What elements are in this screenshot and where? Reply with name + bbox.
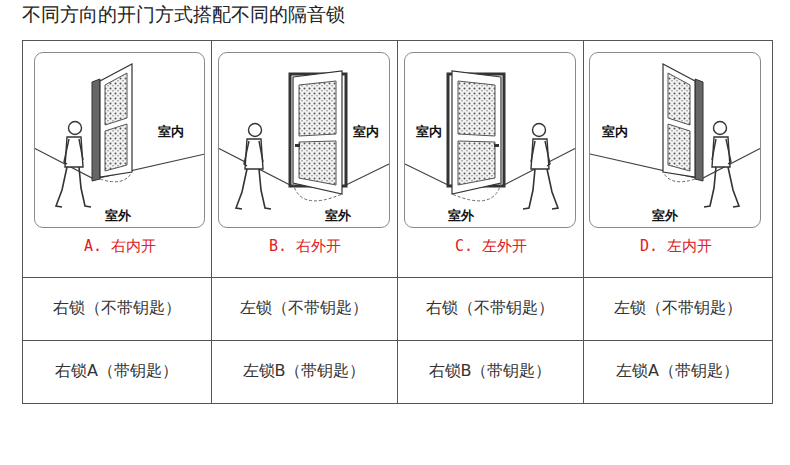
door-drawings (34, 64, 761, 209)
room-label: 室外 (650, 208, 680, 224)
door-caption: C. 左外开 (453, 237, 529, 255)
door-drawing (590, 64, 761, 207)
room-label: 室内 (414, 124, 444, 140)
door-panel: 室内室外D. 左内开 (589, 52, 761, 228)
door-panel: 室内室外C. 左外开 (404, 52, 576, 228)
drawing-part (23, 340, 773, 341)
door-caption: A. 右内开 (82, 237, 158, 255)
room-label: 室外 (103, 208, 133, 224)
room-label: 室内 (156, 124, 186, 140)
drawing-part (23, 41, 773, 404)
table-cell: 右锁（不带钥匙） (53, 298, 181, 317)
door-caption: B. 右外开 (267, 237, 343, 255)
table-cell: 右锁（不带钥匙） (426, 298, 554, 317)
room-label: 室内 (351, 124, 381, 140)
title: 不同方向的开门方式搭配不同的隔音锁 (22, 3, 345, 26)
room-label: 室内 (600, 124, 630, 140)
table-cell: 右锁A（带钥匙） (55, 361, 178, 380)
room-label: 室外 (446, 208, 476, 224)
table-cell: 左锁（不带钥匙） (614, 298, 742, 317)
table-cell: 左锁B（带钥匙） (243, 361, 366, 380)
room-label: 室外 (323, 208, 353, 224)
table-cell: 右锁B（带钥匙） (429, 361, 552, 380)
table-cell: 左锁（不带钥匙） (240, 298, 368, 317)
drawing-part (583, 41, 584, 404)
door-drawing (218, 71, 389, 209)
door-drawing (34, 64, 205, 207)
table-grid (23, 41, 773, 404)
drawing-part (23, 277, 773, 278)
door-panel: 室内室外B. 右外开 (218, 52, 390, 228)
drawing-part (211, 41, 212, 404)
door-caption: D. 左内开 (638, 237, 714, 255)
door-drawing (405, 71, 576, 209)
table-cell: 左锁A（带钥匙） (616, 361, 739, 380)
door-panel: 室内室外A. 右内开 (34, 52, 205, 228)
drawing-part (397, 41, 398, 404)
